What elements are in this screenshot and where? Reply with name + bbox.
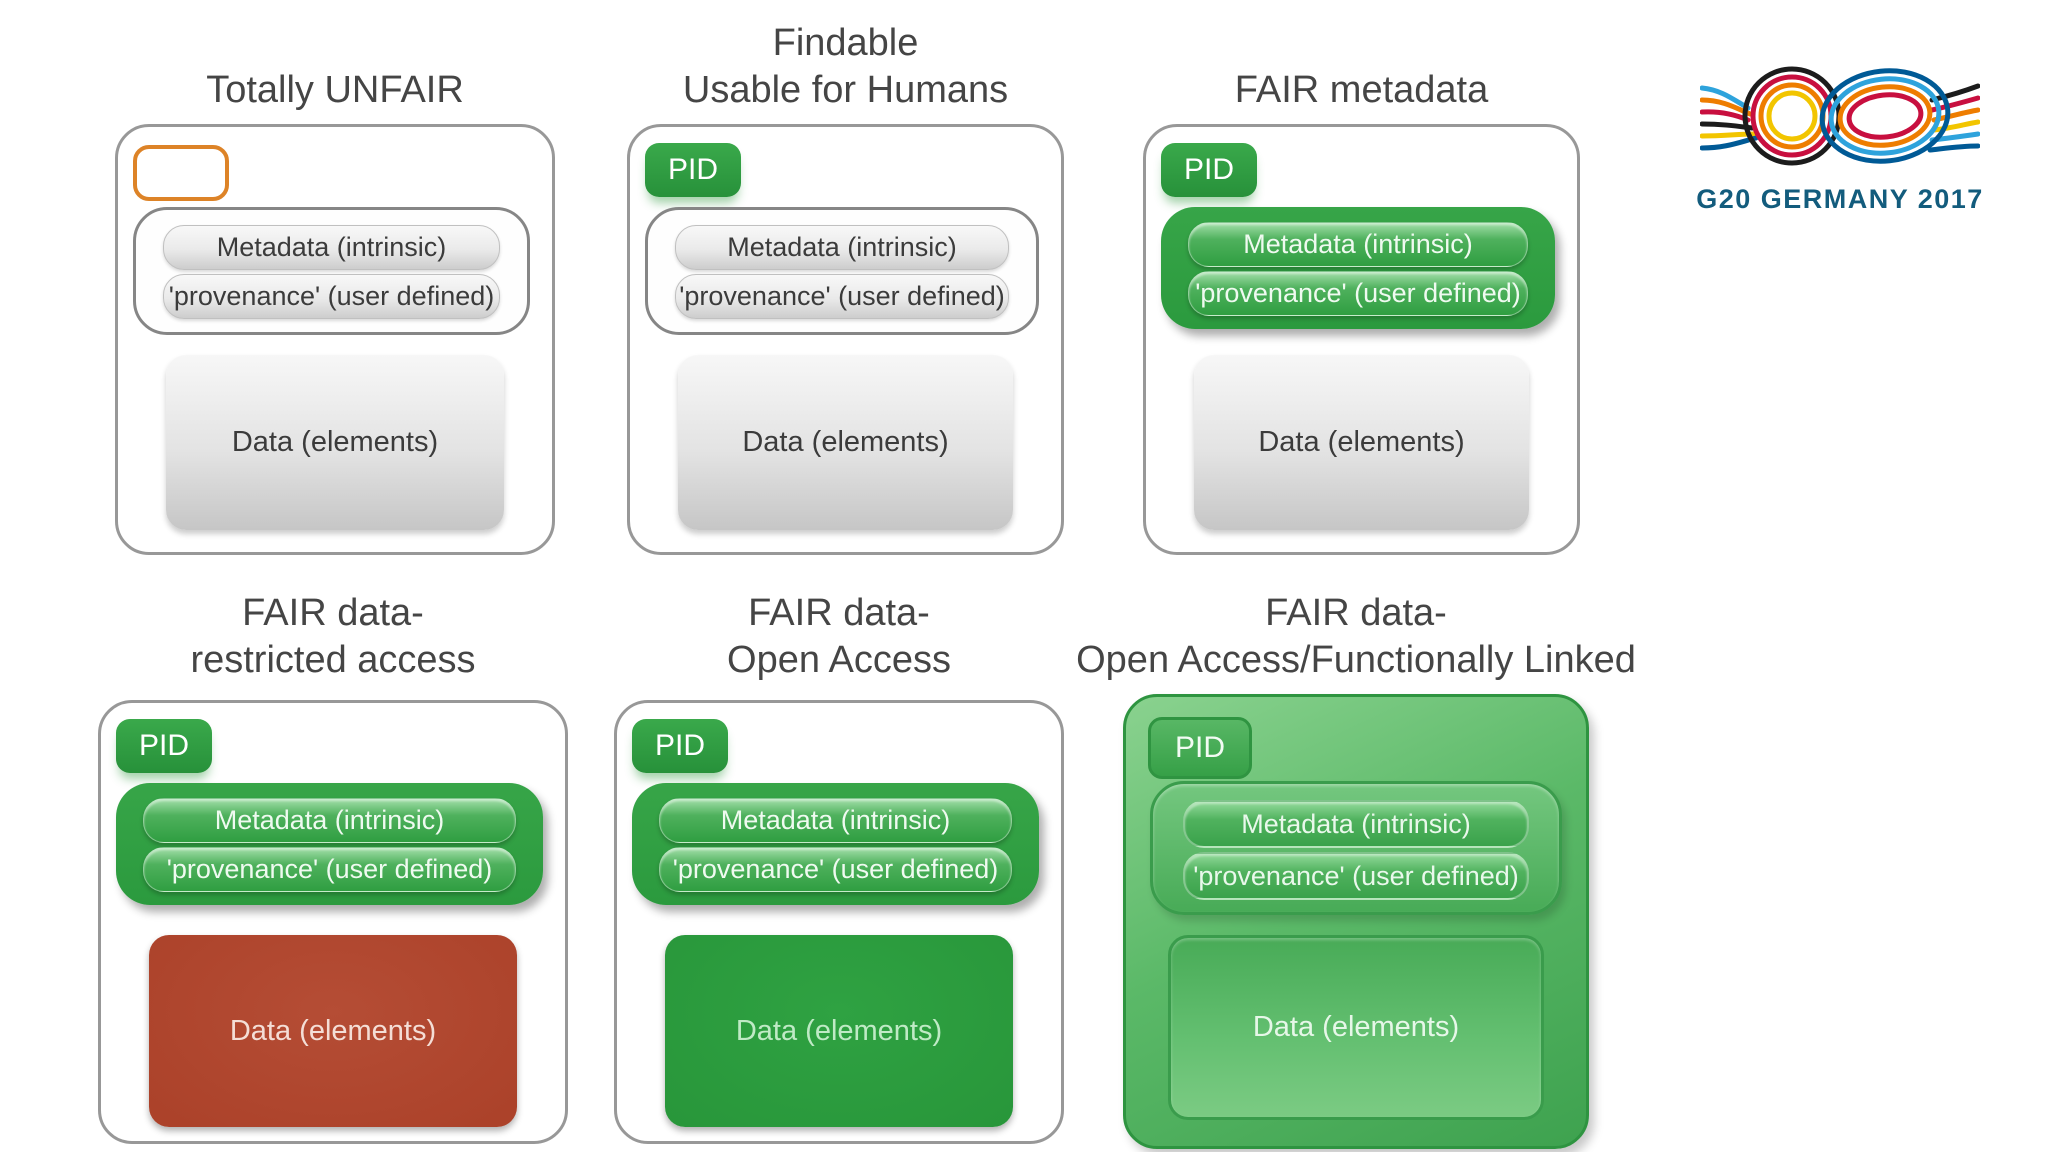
data-elements-label: Data (elements) [1258,426,1465,458]
panel-title-line: Open Access [727,639,951,681]
record-container: PID Metadata (intrinsic) 'provenance' (u… [1123,694,1589,1149]
metadata-label: Metadata (intrinsic) [727,232,957,262]
metadata-group: Metadata (intrinsic) 'provenance' (user … [645,207,1039,335]
panel-fair-data-restricted-access: FAIR data- restricted access PID Metadat… [98,0,568,1152]
record-container: PID Metadata (intrinsic) 'provenance' (u… [627,124,1064,555]
provenance-pill: 'provenance' (user defined) [143,847,516,892]
panel-title-line: FAIR data- [1265,592,1447,634]
pid-badge: PID [116,719,212,773]
pid-placeholder [133,145,229,201]
panel-fair-metadata: FAIR metadata PID Metadata (intrinsic) '… [1143,0,1580,1152]
g20-knot-icon [1699,50,1981,182]
provenance-label: 'provenance' (user defined) [679,281,1005,311]
pid-badge: PID [645,143,741,197]
panel-title: FAIR data- Open Access [727,574,951,684]
provenance-label: 'provenance' (user defined) [1195,278,1521,308]
pid-badge: PID [632,719,728,773]
metadata-group: Metadata (intrinsic) 'provenance' (user … [133,207,530,335]
metadata-group: Metadata (intrinsic) 'provenance' (user … [1150,781,1562,915]
data-elements-box: Data (elements) [166,355,504,530]
pid-badge: PID [1148,717,1252,779]
pid-label: PID [1174,731,1225,764]
panel-title-line: Usable for Humans [682,69,1009,111]
panel-totally-unfair: Totally UNFAIR Metadata (intrinsic) 'pro… [115,0,555,1152]
data-elements-label: Data (elements) [742,426,949,458]
data-elements-label: Data (elements) [1252,1011,1460,1043]
provenance-pill: 'provenance' (user defined) [163,274,500,319]
panel-fair-data-open-access-functionally-linked: FAIR data- Open Access/Functionally Link… [1076,0,1636,1152]
pid-label: PID [1183,153,1234,186]
provenance-pill: 'provenance' (user defined) [1188,271,1528,316]
pid-badge: PID [1161,143,1257,197]
provenance-label: 'provenance' (user defined) [168,281,495,311]
panel-title-line: FAIR data- [242,592,424,634]
panel-title-line: Totally UNFAIR [206,69,464,111]
data-elements-box: Data (elements) [1168,935,1544,1120]
record-container: Metadata (intrinsic) 'provenance' (user … [115,124,555,555]
provenance-label: 'provenance' (user defined) [1193,860,1519,891]
provenance-pill: 'provenance' (user defined) [1183,852,1529,900]
metadata-label: Metadata (intrinsic) [720,805,951,835]
pid-label: PID [654,729,705,762]
panel-title: FAIR metadata [1235,6,1488,114]
panel-findable-usable-for-humans: Findable Usable for Humans PID Metadata … [627,0,1064,1152]
metadata-group: Metadata (intrinsic) 'provenance' (user … [1161,207,1555,329]
pid-label: PID [667,153,718,186]
metadata-pill: Metadata (intrinsic) [659,798,1012,843]
provenance-pill: 'provenance' (user defined) [659,847,1012,892]
provenance-label: 'provenance' (user defined) [166,854,493,884]
data-elements-label: Data (elements) [231,426,439,458]
metadata-pill: Metadata (intrinsic) [143,798,516,843]
panel-title: Totally UNFAIR [206,6,464,114]
panel-title: FAIR data- restricted access [190,574,475,684]
provenance-pill: 'provenance' (user defined) [675,274,1009,319]
panel-title-line: FAIR metadata [1234,69,1489,111]
record-container: PID Metadata (intrinsic) 'provenance' (u… [614,700,1064,1144]
metadata-pill: Metadata (intrinsic) [1183,800,1529,848]
data-elements-label: Data (elements) [735,1014,943,1047]
panel-title-line: Findable [772,22,919,64]
panel-title: Findable Usable for Humans [683,6,1008,114]
record-container: PID Metadata (intrinsic) 'provenance' (u… [1143,124,1580,555]
metadata-group: Metadata (intrinsic) 'provenance' (user … [632,783,1039,905]
metadata-pill: Metadata (intrinsic) [163,225,500,270]
data-elements-box: Data (elements) [1194,355,1529,530]
metadata-pill: Metadata (intrinsic) [675,225,1009,270]
panel-title-line: FAIR data- [748,592,930,634]
metadata-pill: Metadata (intrinsic) [1188,222,1528,267]
provenance-label: 'provenance' (user defined) [672,854,999,884]
panel-fair-data-open-access: FAIR data- Open Access PID Metadata (int… [614,0,1064,1152]
metadata-label: Metadata (intrinsic) [1243,229,1473,259]
data-elements-box: Data (elements) [149,935,517,1127]
metadata-group: Metadata (intrinsic) 'provenance' (user … [116,783,543,905]
data-elements-box: Data (elements) [665,935,1013,1127]
record-container: PID Metadata (intrinsic) 'provenance' (u… [98,700,568,1144]
panel-title-line: Open Access/Functionally Linked [1076,639,1636,681]
metadata-label: Metadata (intrinsic) [216,232,447,262]
data-elements-label: Data (elements) [229,1014,437,1047]
data-elements-box: Data (elements) [678,355,1013,530]
g20-logo-caption: G20 GERMANY 2017 [1696,184,1984,214]
panel-title-line: restricted access [190,639,476,681]
metadata-label: Metadata (intrinsic) [214,805,445,835]
pid-label: PID [138,729,189,762]
metadata-label: Metadata (intrinsic) [1241,808,1471,839]
panel-title: FAIR data- Open Access/Functionally Link… [1076,574,1636,684]
